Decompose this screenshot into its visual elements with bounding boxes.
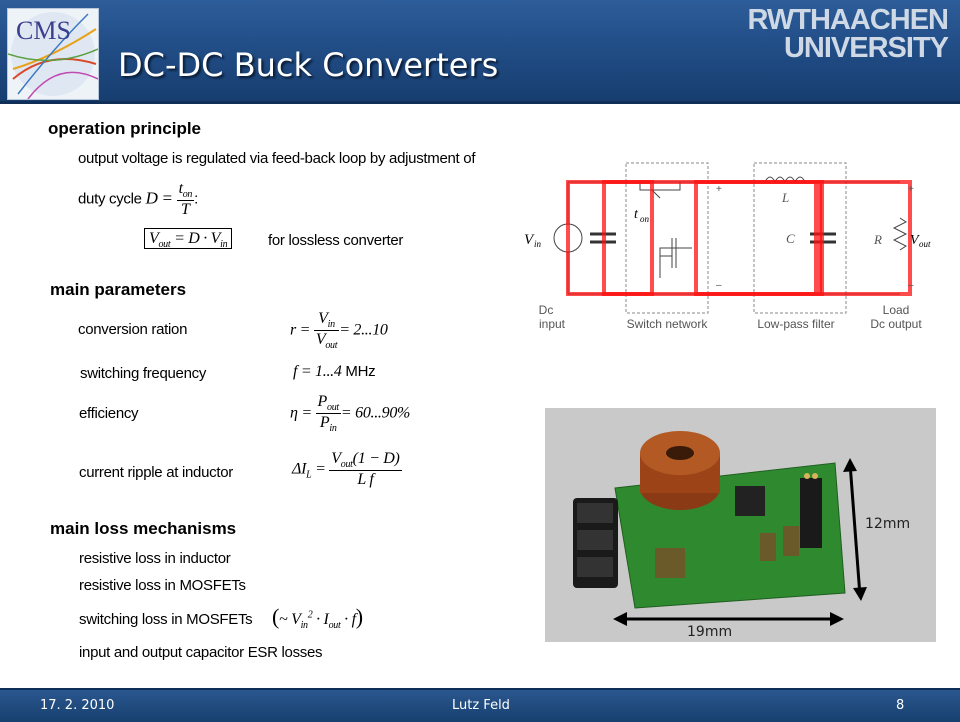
heading-main-parameters: main parameters (50, 280, 187, 299)
slide-title: DC-DC Buck Converters (118, 46, 499, 84)
ton-label: t (634, 207, 639, 222)
duty-cycle-label: duty cycle (78, 190, 142, 208)
dimension-height-label: 12mm (865, 516, 910, 532)
minus-sign-2: – (908, 280, 914, 291)
label-dc-input-1: Dc (539, 303, 554, 317)
label-dc-output: Dc output (870, 317, 922, 331)
converter-board-photo: 12mm 19mm (545, 408, 936, 642)
duty-num-sub: on (182, 189, 193, 201)
operation-line1: output voltage is regulated via feed-bac… (78, 150, 476, 167)
vout-label: V (910, 233, 920, 248)
label-low-pass-filter: Low-pass filter (757, 317, 834, 331)
filter-box (753, 162, 847, 314)
duty-num: t (178, 180, 183, 197)
switching-loss-formula: (~ Vin2 · Iout · f) (272, 604, 363, 632)
heading-operation-principle: operation principle (48, 119, 202, 138)
footer-page-number: 8 (896, 698, 905, 713)
svg-text:in: in (534, 239, 542, 249)
duty-end: : (194, 190, 198, 208)
vout-formula-box: Vout = D · Vin (144, 228, 233, 250)
plus-sign-2: + (908, 184, 914, 195)
efficiency-label: efficiency (79, 405, 139, 422)
cms-logo: CMS (7, 8, 99, 100)
switch-network-box (625, 162, 709, 314)
buck-converter-diagram: V in t on L C R V out + – + – Dc input S… (524, 162, 931, 331)
duty-fraction: ton T (176, 180, 195, 219)
frequency-formula: f = 1...4 MHz (293, 363, 376, 380)
highlight-loop-4 (818, 180, 912, 296)
svg-text:on: on (640, 214, 650, 224)
rwth-logo: RWTHAACHEN UNIVERSITY (747, 4, 949, 64)
resistor-symbol (892, 217, 908, 251)
rwth-logo-line2: UNIVERSITY (783, 32, 949, 64)
slide-footer: 17. 2. 2010 Lutz Feld 8 (0, 688, 960, 722)
rwth-logo-line1: RWTHAACHEN (747, 4, 949, 36)
highlight-loop-3 (694, 180, 824, 296)
conversion-label: conversion ration (78, 321, 188, 338)
inductor-label: L (781, 190, 789, 205)
footer-date: 17. 2. 2010 (40, 698, 115, 713)
plus-sign-1: + (716, 184, 722, 195)
loss-item-4: input and output capacitor ESR losses (79, 644, 323, 661)
label-dc-input-2: input (539, 317, 566, 331)
vout-formula-line: Vout = D · Vin (144, 228, 233, 250)
duty-den: T (181, 201, 190, 219)
heading-loss-mechanisms: main loss mechanisms (50, 519, 237, 538)
resistor-label: R (873, 232, 882, 247)
ripple-label: current ripple at inductor (79, 464, 233, 481)
label-switch-network: Switch network (627, 317, 709, 331)
header-pins (800, 478, 822, 548)
duty-lhs: D = (145, 188, 173, 208)
minus-sign-1: – (716, 280, 722, 291)
loss-item-3: switching loss in MOSFETs (79, 611, 253, 628)
capacitor-label: C (786, 231, 795, 246)
ic-chip (735, 486, 765, 516)
label-load: Load (883, 303, 910, 317)
vin-label: V (524, 232, 535, 248)
svg-text:out: out (919, 239, 931, 249)
frequency-label: switching frequency (80, 365, 207, 382)
slide-header: CMS DC-DC Buck Converters RWTHAACHEN UNI… (0, 0, 960, 104)
vout-note: for lossless converter (268, 232, 404, 249)
cms-logo-text: CMS (16, 16, 71, 45)
footer-author: Lutz Feld (452, 698, 510, 713)
loss-item-1: resistive loss in inductor (79, 550, 231, 567)
ripple-formula: ΔIL = Vout(1 − D)L f (292, 450, 402, 489)
duty-cycle-line: duty cycle D = ton T : (78, 180, 198, 219)
loss-item-2: resistive loss in MOSFETs (79, 577, 246, 594)
mosfet-symbol (659, 247, 692, 278)
dimension-width-label: 19mm (687, 624, 732, 640)
height-arrow (848, 462, 862, 597)
